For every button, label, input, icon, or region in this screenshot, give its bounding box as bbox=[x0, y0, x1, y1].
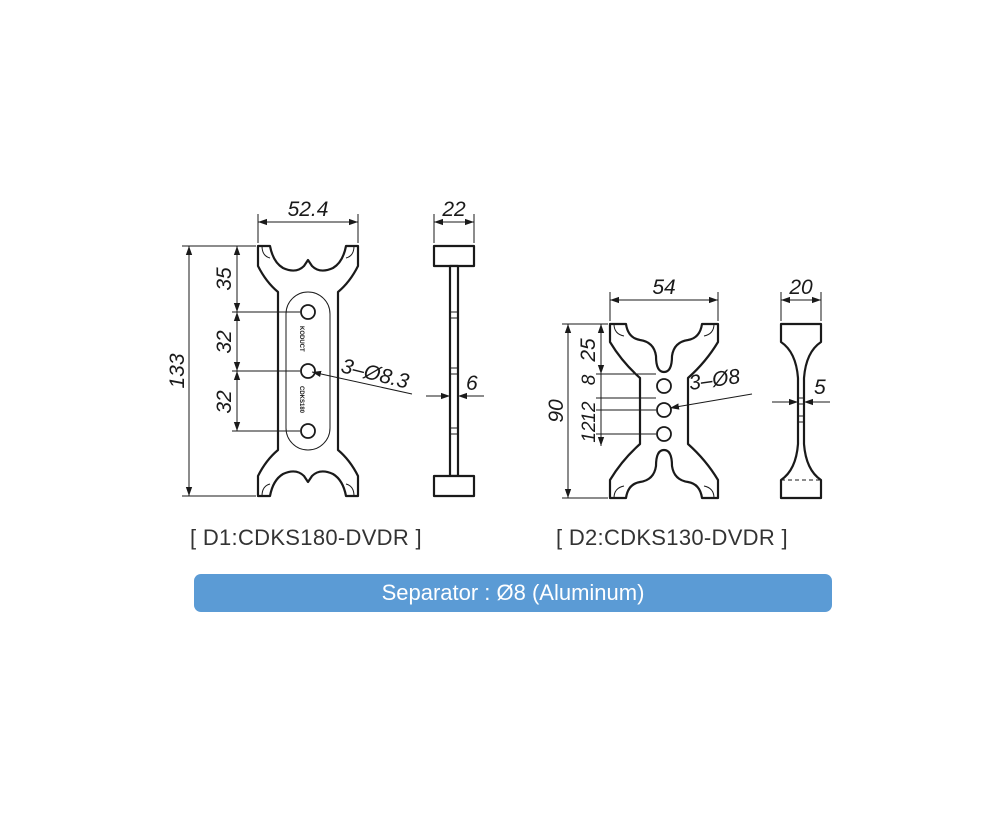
d2-side-width-dimension: 20 bbox=[788, 276, 813, 299]
d2-front-view: 54 90 25 12 8 12 3–Ø8 bbox=[545, 276, 753, 500]
d1-hole-3 bbox=[300, 423, 316, 439]
d1-engraving-model: CDKS180 bbox=[298, 386, 304, 414]
d1-thickness-dimension: 6 bbox=[466, 372, 478, 395]
d1-bottom-right-notch bbox=[345, 483, 355, 497]
d2-top-pitch-dimension: 25 bbox=[577, 338, 600, 363]
d2-side-profile bbox=[779, 322, 823, 500]
d2-side-view: 20 5 bbox=[772, 276, 830, 500]
d2-pitch-c-dimension: 12 bbox=[579, 421, 600, 443]
d1-side-view: 22 6 bbox=[426, 198, 484, 498]
d1-height-dimension: 133 bbox=[166, 353, 189, 388]
d1-side-top-block bbox=[432, 244, 476, 268]
d1-pitch-a-dimension: 32 bbox=[213, 330, 236, 354]
d1-side-web bbox=[448, 264, 460, 478]
d2-thickness-dimension: 5 bbox=[814, 376, 826, 399]
d1-side-bottom-block bbox=[432, 474, 476, 498]
d2-caption: [ D2:CDKS130-DVDR ] bbox=[556, 525, 788, 550]
d2-hole-3 bbox=[656, 426, 672, 442]
d1-top-left-notch bbox=[261, 245, 271, 259]
d2-height-dimension: 90 bbox=[545, 399, 568, 423]
d2-pitch-a-dimension: 12 bbox=[579, 401, 600, 423]
d1-hole-1 bbox=[300, 304, 316, 320]
d1-hole-2 bbox=[300, 363, 316, 379]
d2-width-dimension: 54 bbox=[652, 276, 675, 299]
d2-hole-2 bbox=[656, 402, 672, 418]
d2-pitch-b-dimension: 8 bbox=[579, 374, 600, 385]
d1-bottom-left-notch bbox=[261, 483, 271, 497]
d1-hole-callout: 3–Ø8.3 bbox=[339, 355, 412, 394]
d1-engraving-brand: KODUCT bbox=[298, 326, 304, 352]
d1-top-right-notch bbox=[345, 245, 355, 259]
d1-side-width-dimension: 22 bbox=[441, 198, 466, 221]
d1-front-view: KODUCT CDKS180 52.4 133 35 32 32 3–Ø8.3 bbox=[166, 198, 413, 498]
d1-caption: [ D1:CDKS180-DVDR ] bbox=[190, 525, 422, 550]
d1-width-dimension: 52.4 bbox=[288, 198, 329, 221]
d2-hole-1 bbox=[656, 378, 672, 394]
separator-banner: Separator : Ø8 (Aluminum) bbox=[194, 574, 832, 612]
d1-top-pitch-dimension: 35 bbox=[213, 267, 236, 291]
separator-banner-text: Separator : Ø8 (Aluminum) bbox=[381, 580, 645, 605]
d1-pitch-b-dimension: 32 bbox=[213, 390, 236, 414]
